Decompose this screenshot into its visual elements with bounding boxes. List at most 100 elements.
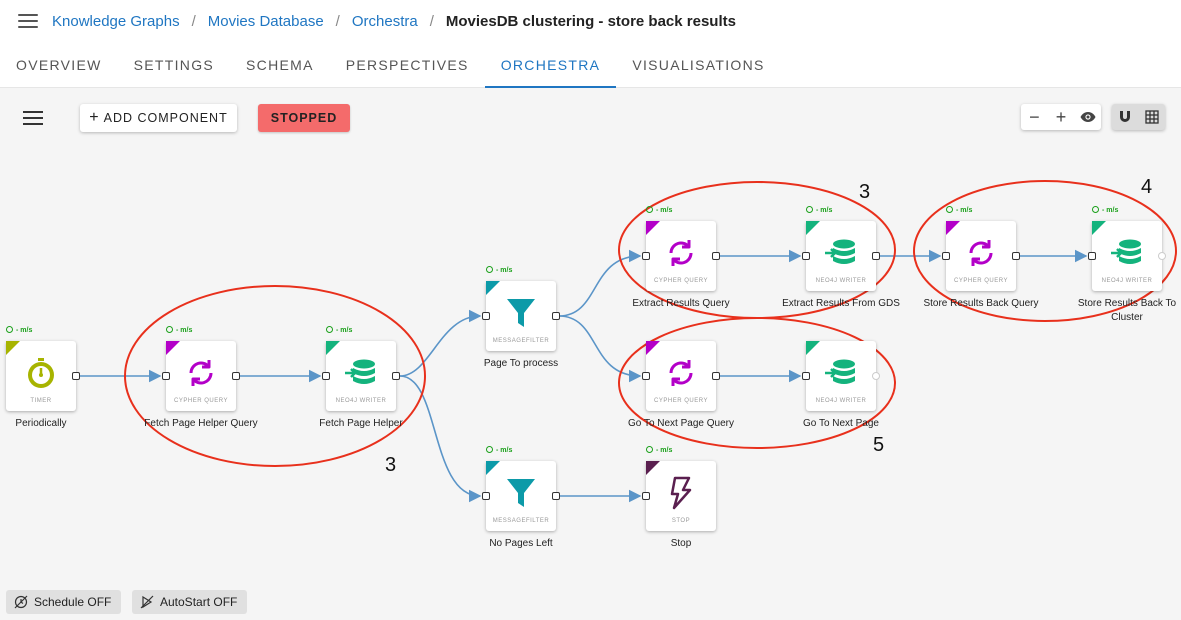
node-periodically[interactable]: TIMER- m/s — [6, 326, 80, 411]
tab-orchestra[interactable]: ORCHESTRA — [484, 42, 617, 88]
output-port[interactable] — [872, 252, 880, 260]
node-type-label: STOP — [671, 518, 691, 524]
output-port[interactable] — [392, 372, 400, 380]
schedule-toggle[interactable]: Schedule OFF — [6, 590, 122, 614]
node-label: Periodically — [15, 418, 67, 429]
tab-visualisations[interactable]: VISUALISATIONS — [632, 56, 765, 73]
gauge-icon — [6, 326, 13, 333]
tab-perspectives[interactable]: PERSPECTIVES — [345, 56, 469, 73]
menu-icon[interactable] — [18, 14, 38, 28]
plus-icon: + — [89, 109, 100, 126]
node-extract-results-from-gds[interactable]: NEO4J WRITER - m/s — [802, 206, 880, 291]
node-rate-value: - m/s — [1102, 207, 1119, 214]
tab-schema[interactable]: SCHEMA — [246, 56, 314, 73]
node-rate: - m/s — [486, 266, 512, 274]
input-port[interactable] — [482, 492, 490, 500]
node-type-label: CYPHER QUERY — [654, 398, 708, 404]
breadcrumb-knowledge-graphs[interactable]: Knowledge Graphs — [52, 12, 180, 30]
gauge-icon — [946, 206, 953, 213]
node-go-to-next-page-query[interactable]: CYPHER QUERY — [642, 341, 720, 411]
node-no-pages-left[interactable]: MESSAGEFILTER- m/s — [482, 446, 560, 531]
node-rate: - m/s — [166, 326, 192, 334]
node-color-tag — [6, 341, 20, 355]
annotation-ellipse — [124, 285, 426, 467]
node-stop[interactable]: STOP - m/s — [642, 446, 716, 531]
node-go-to-next-page[interactable]: NEO4J WRITER — [802, 341, 880, 411]
canvas-menu-icon[interactable] — [23, 111, 43, 125]
output-port[interactable] — [232, 372, 240, 380]
input-port[interactable] — [322, 372, 330, 380]
input-port[interactable] — [482, 312, 490, 320]
output-port[interactable] — [712, 252, 720, 260]
node-rate: - m/s — [806, 206, 832, 214]
annotation-ellipse — [618, 317, 896, 449]
node-type-label: MESSAGEFILTER — [492, 338, 550, 344]
node-color-tag — [1092, 221, 1106, 235]
grid-icon[interactable] — [1141, 106, 1163, 128]
output-port[interactable] — [1012, 252, 1020, 260]
output-port[interactable] — [872, 372, 880, 380]
output-port[interactable] — [1158, 252, 1166, 260]
eye-icon[interactable] — [1076, 104, 1100, 130]
node-type-label: CYPHER QUERY — [654, 278, 708, 284]
input-port[interactable] — [1088, 252, 1096, 260]
output-port[interactable] — [552, 492, 560, 500]
input-port[interactable] — [802, 252, 810, 260]
refresh-icon — [963, 235, 999, 271]
input-port[interactable] — [642, 492, 650, 500]
node-fetch-page-helper[interactable]: NEO4J WRITER- m/s — [322, 326, 400, 411]
filter-icon — [503, 475, 539, 511]
output-port[interactable] — [552, 312, 560, 320]
page-title: MoviesDB clustering - store back results — [445, 12, 736, 30]
tab-overview[interactable]: OVERVIEW — [16, 56, 102, 73]
input-port[interactable] — [942, 252, 950, 260]
status-button[interactable]: STOPPED — [258, 104, 350, 132]
tab-settings[interactable]: SETTINGS — [133, 56, 215, 73]
node-color-tag — [326, 341, 340, 355]
node-rate: - m/s — [646, 206, 672, 214]
node-label: Go To Next Page — [803, 418, 879, 429]
gauge-icon — [326, 326, 333, 333]
autostart-toggle[interactable]: AutoStart OFF — [132, 590, 248, 614]
input-port[interactable] — [802, 372, 810, 380]
node-page-to-process[interactable]: MESSAGEFILTER - m/s — [482, 266, 560, 351]
node-extract-results-query[interactable]: CYPHER QUERY - m/s — [642, 206, 720, 291]
refresh-icon — [183, 355, 219, 391]
node-fetch-page-helper-query[interactable]: CYPHER QUERY- m/s — [162, 326, 240, 411]
node-type-label: TIMER — [30, 398, 52, 404]
node-label: Extract Results From GDS — [782, 298, 900, 309]
node-rate-value: - m/s — [816, 207, 833, 214]
add-component-button[interactable]: + ADD COMPONENT — [80, 104, 237, 132]
gauge-icon — [1092, 206, 1099, 213]
breadcrumb-separator: / — [191, 12, 196, 30]
node-store-results-back-query[interactable]: CYPHER QUERY- m/s — [942, 206, 1020, 291]
gauge-icon — [166, 326, 173, 333]
zoom-controls: − + — [1021, 104, 1101, 130]
add-component-label: ADD COMPONENT — [103, 111, 228, 125]
view-controls — [1112, 104, 1165, 130]
zoom-out-button[interactable]: − — [1029, 107, 1040, 127]
output-port[interactable] — [72, 372, 80, 380]
node-store-results-back-to-cluster[interactable]: NEO4J WRITER- m/s — [1088, 206, 1166, 291]
database-write-icon — [1109, 235, 1145, 271]
node-rate: - m/s — [946, 206, 972, 214]
input-port[interactable] — [162, 372, 170, 380]
input-port[interactable] — [642, 252, 650, 260]
edge — [558, 249, 642, 317]
database-write-icon — [343, 355, 379, 391]
autostart-label: AutoStart OFF — [160, 595, 238, 609]
node-label: Fetch Page Helper — [319, 418, 403, 429]
zoom-in-button[interactable]: + — [1055, 107, 1067, 127]
edge — [399, 375, 482, 503]
node-type-label: NEO4J WRITER — [815, 278, 867, 284]
breadcrumb-orchestra[interactable]: Orchestra — [351, 12, 418, 30]
breadcrumb-movies-database[interactable]: Movies Database — [207, 12, 324, 30]
output-port[interactable] — [712, 372, 720, 380]
node-type-label: NEO4J WRITER — [335, 398, 387, 404]
node-rate: - m/s — [646, 446, 672, 454]
node-label: Store Results Back To Cluster — [1077, 298, 1177, 323]
node-label: Go To Next Page Query — [628, 418, 734, 429]
magnet-icon[interactable] — [1114, 106, 1136, 128]
input-port[interactable] — [642, 372, 650, 380]
